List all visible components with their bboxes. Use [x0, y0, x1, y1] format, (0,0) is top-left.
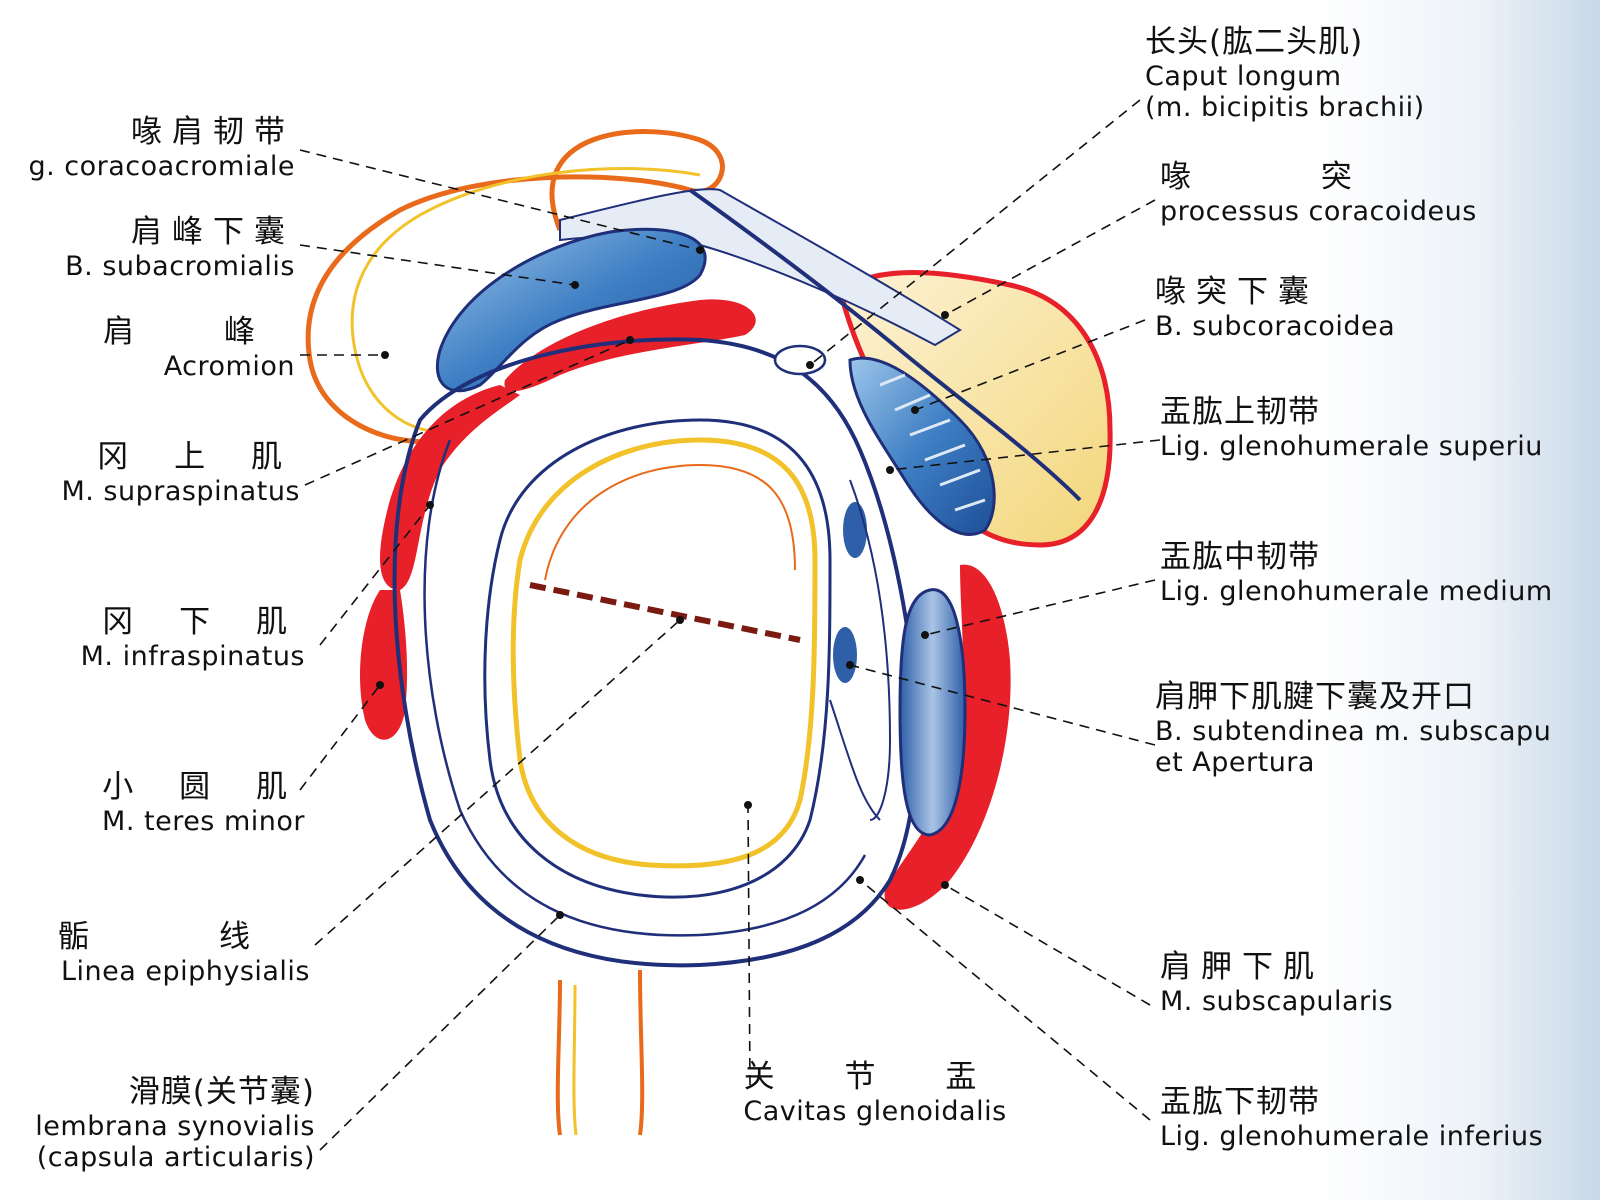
label-la: B. subacromialis: [65, 250, 295, 282]
label-la-1: lembrana synovialis: [35, 1110, 315, 1142]
label-zh: 肩 峰: [103, 314, 295, 350]
label-zh: 滑膜(关节囊): [128, 1074, 315, 1110]
label-zh: 盂肱上韧带: [1160, 394, 1320, 430]
label-la-2: (capsula articularis): [36, 1141, 315, 1173]
label-subtendinous-bursa: 肩胛下肌腱下囊及开口 B. subtendinea m. subscapu et…: [1155, 679, 1552, 778]
leader-dots: [376, 246, 949, 919]
label-la: Lig. glenohumerale medium: [1160, 575, 1553, 607]
label-zh: 肩胛下肌腱下囊及开口: [1155, 679, 1475, 715]
label-la: g. coracoacromiale: [28, 150, 295, 182]
label-zh: 肩峰下囊: [131, 214, 295, 250]
bursa-opening-upper: [843, 502, 867, 558]
capsule-fold: [849, 479, 892, 821]
subtendinous-bursa: [898, 588, 967, 837]
humerus-shaft-inner: [572, 984, 578, 1136]
label-la: Linea epiphysialis: [60, 955, 310, 987]
label-acromion: 肩 峰 Acromion: [103, 314, 295, 382]
label-la: Lig. glenohumerale superiu: [1160, 430, 1543, 462]
label-zh: 盂肱下韧带: [1160, 1084, 1320, 1120]
label-epiphyseal-line: 骺 线 Linea epiphysialis: [58, 919, 310, 987]
label-glenoid-cavity: 关 节 盂 Cavitas glenoidalis: [720, 1059, 1030, 1127]
label-la: Lig. glenohumerale inferius: [1160, 1120, 1544, 1152]
humerus-shaft: [555, 969, 645, 1136]
label-zh: 喙肩韧带: [131, 114, 295, 150]
label-zh: 喙突下囊: [1155, 274, 1319, 310]
subacromial-bursa: [435, 227, 707, 393]
label-zh: 关 节 盂: [743, 1059, 1007, 1095]
label-zh: 肩胛下肌: [1160, 949, 1324, 985]
label-la-2: (m. bicipitis brachii): [1145, 91, 1425, 123]
glenoid-labrum: [483, 418, 832, 899]
label-zh: 喙 突: [1160, 159, 1412, 195]
label-zh: 冈 上 肌: [97, 439, 300, 475]
biceps-long-head-tendon: [688, 188, 1082, 502]
ligament-fiber-lines: [879, 373, 986, 512]
label-infraspinatus: 冈 下 肌 M. infraspinatus: [80, 604, 305, 672]
label-gh-inferior: 盂肱下韧带 Lig. glenohumerale inferius: [1160, 1084, 1544, 1152]
label-zh: 长头(肱二头肌): [1145, 24, 1364, 60]
label-la-1: B. subtendinea m. subscapu: [1155, 715, 1552, 747]
label-la: processus coracoideus: [1160, 195, 1477, 227]
acromion-outline: [305, 129, 725, 445]
label-la: Cavitas glenoidalis: [743, 1095, 1007, 1127]
acromion-inner-outline: [350, 167, 701, 434]
label-la-2: et Apertura: [1155, 746, 1315, 778]
label-la: M. supraspinatus: [61, 475, 300, 507]
ligament-fibers: [848, 356, 996, 536]
label-la-1: Caput longum: [1145, 60, 1342, 92]
label-coracoid-process: 喙 突 processus coracoideus: [1160, 159, 1477, 227]
leader-lines: [299, 99, 1161, 1151]
label-synovial-membrane: 滑膜(关节囊) lembrana synovialis (capsula art…: [35, 1074, 315, 1173]
infraspinatus-muscle: [380, 385, 520, 590]
label-la: M. infraspinatus: [80, 640, 305, 672]
label-subcoracoid-bursa: 喙突下囊 B. subcoracoidea: [1155, 274, 1396, 342]
subscapularis-muscle: [884, 564, 1011, 910]
capsule-fold-2: [829, 699, 881, 821]
label-subscapularis: 肩胛下肌 M. subscapularis: [1160, 949, 1394, 1017]
label-la: M. teres minor: [102, 805, 305, 837]
bursa-opening-lower: [833, 627, 857, 683]
label-zh: 冈 下 肌: [102, 604, 305, 640]
label-la: Acromion: [163, 350, 295, 382]
capsule-inner-outline: [423, 439, 867, 937]
label-zh: 小 圆 肌: [102, 769, 305, 805]
label-la: B. subcoracoidea: [1155, 310, 1396, 342]
glenoid-cartilage: [510, 437, 818, 869]
supraspinatus-muscle: [504, 299, 756, 392]
label-zh: 骺 线: [58, 919, 310, 955]
label-long-head-biceps: 长头(肱二头肌) Caput longum (m. bicipitis brac…: [1145, 24, 1425, 123]
label-teres-minor: 小 圆 肌 M. teres minor: [102, 769, 305, 837]
label-supraspinatus: 冈 上 肌 M. supraspinatus: [61, 439, 300, 507]
capsule-outline: [392, 337, 919, 968]
epiphyseal-line: [529, 582, 801, 643]
label-gh-superior: 盂肱上韧带 Lig. glenohumerale superiu: [1160, 394, 1543, 462]
label-zh: 盂肱中韧带: [1160, 539, 1320, 575]
label-gh-middle: 盂肱中韧带 Lig. glenohumerale medium: [1160, 539, 1553, 607]
label-coracoacromial-ligament: 喙肩韧带 g. coracoacromiale: [28, 114, 295, 182]
label-subacromial-bursa: 肩峰下囊 B. subacromialis: [65, 214, 295, 282]
glenoid-cartilage-inner: [544, 463, 796, 581]
label-la: M. subscapularis: [1160, 985, 1394, 1017]
